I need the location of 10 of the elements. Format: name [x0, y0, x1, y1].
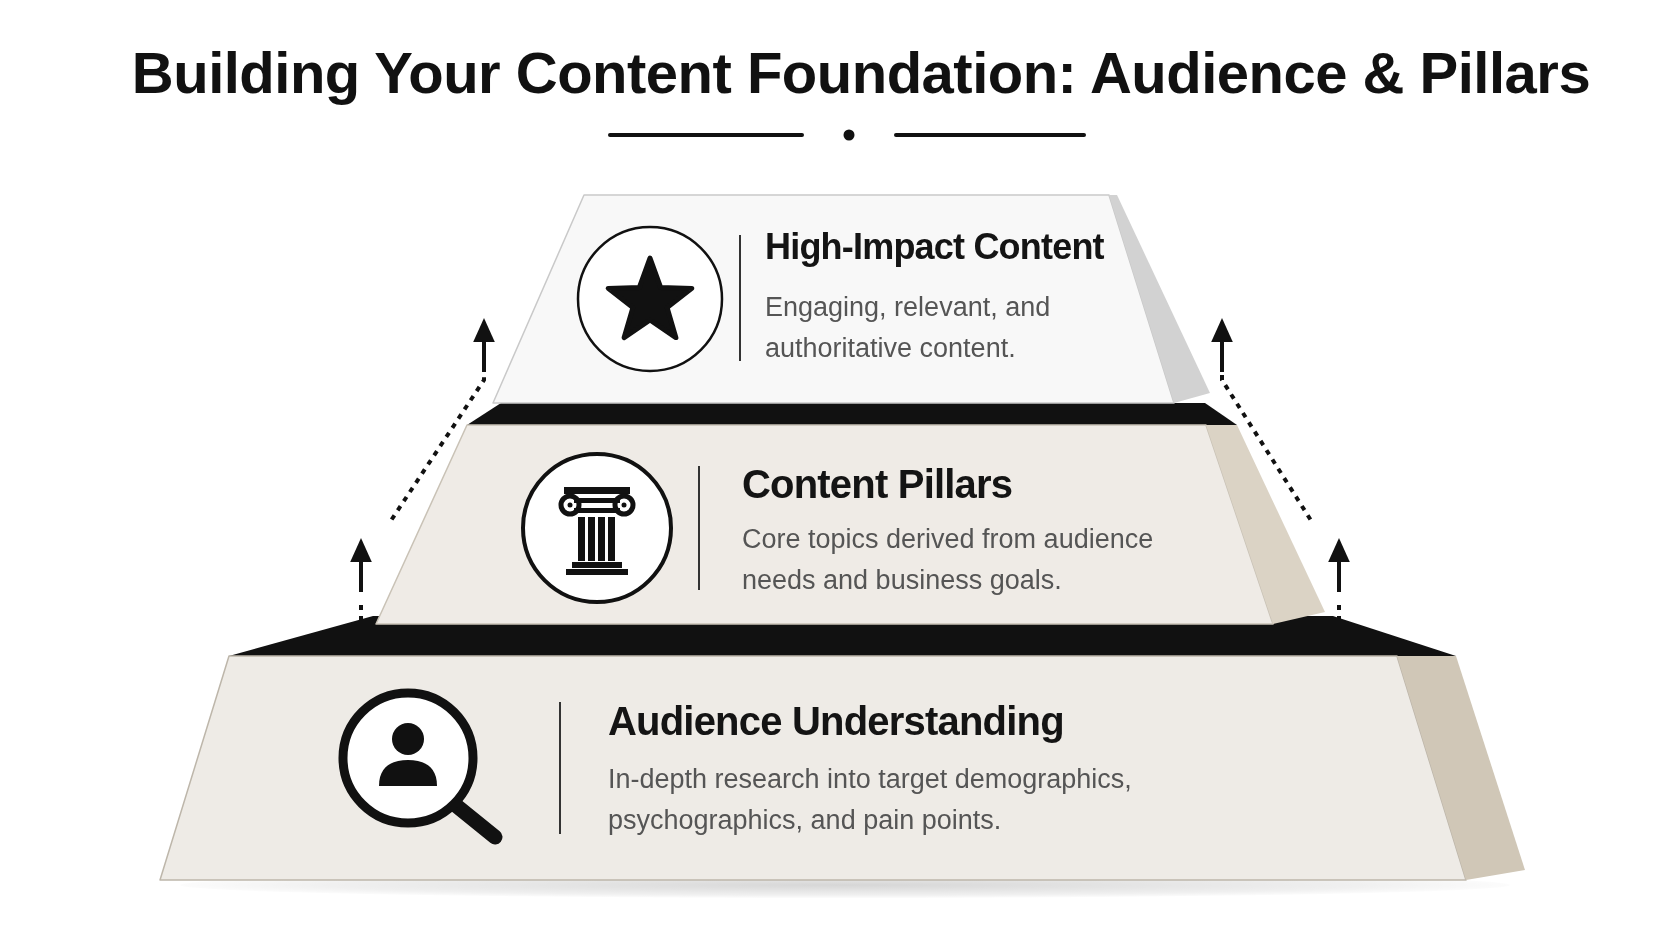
- pyramid-tier: [493, 195, 1213, 403]
- tier-description: Core topics derived from audience needs and business goals.: [742, 523, 1155, 597]
- tier-description: Engaging, relevant, and authoritative content.: [765, 291, 1052, 365]
- tier-title: Content Pillars: [742, 461, 1013, 508]
- tier-title: Audience Understanding: [608, 698, 1064, 745]
- tier-description: In-depth research into target demographics, psychographics, and pain points.: [608, 763, 1133, 837]
- page-title: Building Your Content Foundation: Audience & Pillars: [131, 40, 1591, 106]
- pyramid-tier: [376, 403, 1325, 624]
- pyramid-tier: [160, 616, 1525, 880]
- tier-title: High-Impact Content: [765, 225, 1104, 269]
